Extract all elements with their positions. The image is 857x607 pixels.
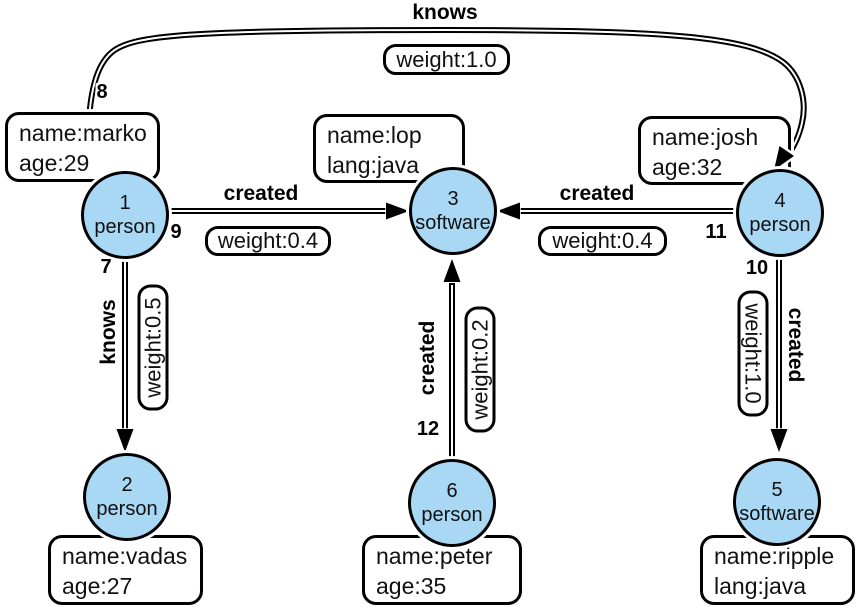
property-line: age:29 [19,150,90,176]
vertex-2-label: person [96,498,158,520]
edge-11-id: 11 [705,221,727,243]
edge-12-label: created [416,320,439,396]
vertex-4-label: person [749,214,811,236]
vertex-3: 3 software [409,167,497,255]
property-line: name:lop [327,122,422,148]
vertex-2: 2 person [83,453,171,541]
edge-7-arrowhead [115,428,135,455]
property-line: name:vadas [62,543,188,569]
edge-10-label: created [784,307,807,383]
vertex-5: 5 software [733,458,821,546]
property-line: name:peter [376,543,493,569]
edge-8-id: 8 [96,81,108,103]
vertex-4: 4 person [736,169,824,257]
vertex-1-id: 1 [119,192,131,214]
vertex-5-properties: name:ripple lang:java [700,535,855,605]
edge-12-arrowhead [442,256,462,283]
edge-12-id: 12 [416,418,440,440]
vertex-6: 6 person [408,459,496,547]
edge-9-label: created [223,182,299,205]
edge-7-weight-badge: weight:0.5 [137,284,169,411]
vertex-6-label: person [421,504,483,526]
property-line: lang:java [714,573,807,599]
vertex-3-id: 3 [447,188,459,210]
property-line: age:35 [376,573,447,599]
property-line: name:josh [652,124,759,150]
edge-10-arrowhead [769,428,789,455]
vertex-5-id: 5 [771,479,783,501]
edge-7-label: knows [97,299,120,365]
vertex-4-id: 4 [774,190,786,212]
edge-7-id: 7 [100,256,112,278]
vertex-1-properties: name:marko age:29 [5,112,160,182]
vertex-2-id: 2 [121,474,133,496]
edge-9-arrowhead [385,201,412,221]
vertex-1: 1 person [81,171,169,259]
property-line: age:27 [62,573,133,599]
edge-10-weight-badge: weight:1.0 [737,290,769,417]
vertex-6-id: 6 [446,480,458,502]
edge-12-weight-badge: weight:0.2 [464,306,496,433]
vertex-2-properties: name:vadas age:27 [48,535,203,605]
vertex-3-label: software [415,212,491,234]
edge-8-label: knows [412,1,478,24]
edge-11-weight-badge: weight:0.4 [538,226,667,256]
property-line: name:ripple [714,543,835,569]
property-line: name:marko [19,120,147,146]
edge-11-arrowhead [494,201,521,221]
vertex-1-label: person [94,216,156,238]
edge-9-id: 9 [170,221,182,243]
edge-9-weight-badge: weight:0.4 [205,226,331,256]
vertex-5-label: software [739,503,815,525]
edge-8-weight-badge: weight:1.0 [383,44,510,75]
edge-11-label: created [559,182,635,205]
edge-10-id: 10 [745,257,769,279]
